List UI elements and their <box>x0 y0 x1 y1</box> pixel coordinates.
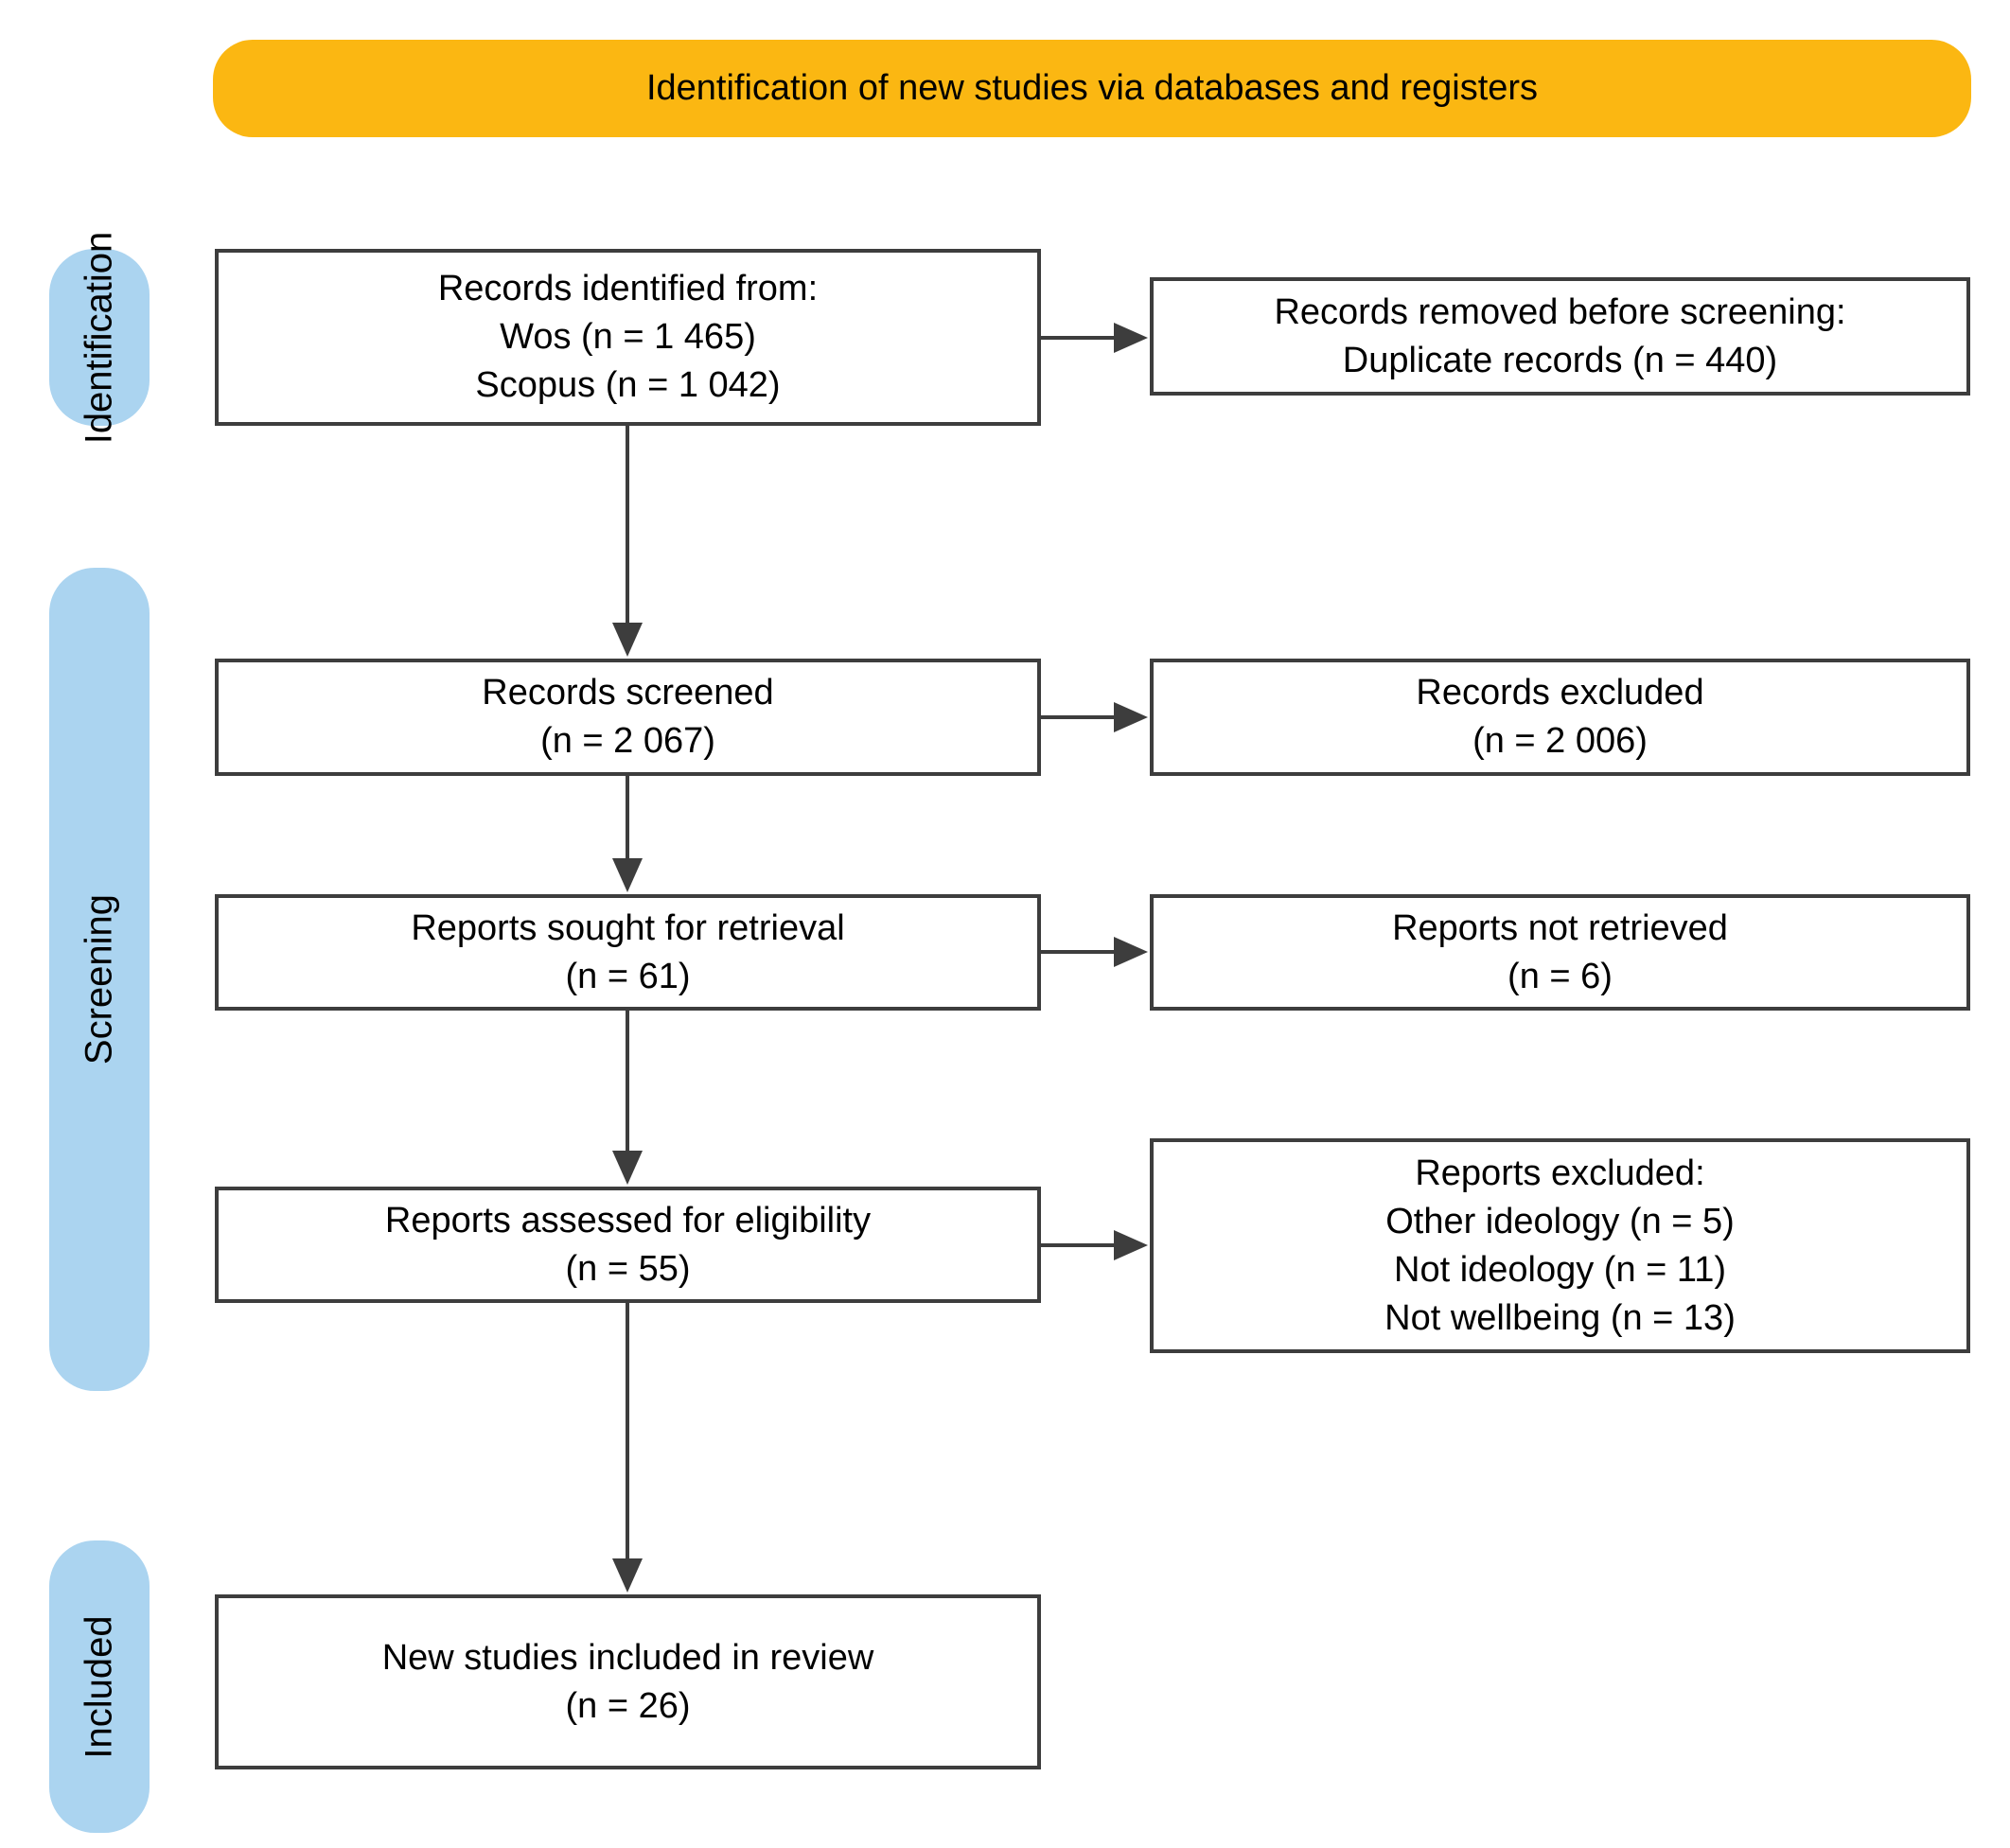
box-new-studies-included: New studies included in review (n = 26) <box>215 1594 1041 1769</box>
box-records-removed: Records removed before screening: Duplic… <box>1150 277 1970 396</box>
arrow-assessed-to-included <box>612 1303 643 1593</box>
box-reports-not-retrieved: Reports not retrieved (n = 6) <box>1150 894 1970 1011</box>
box-text-line: Records screened <box>482 673 774 713</box>
box-text-line: Not ideology (n = 11) <box>1394 1249 1726 1290</box>
stage-included: Included <box>49 1540 150 1833</box>
box-text-line: Reports assessed for eligibility <box>384 1200 872 1241</box>
box-text-line: (n = 2 006) <box>1472 721 1648 761</box>
diagram-title: Identification of new studies via databa… <box>645 67 1539 108</box>
box-text-line: Reports excluded: <box>1415 1153 1705 1193</box>
box-text-line: Records identified from: <box>437 269 819 308</box>
stage-screening-label: Screening <box>78 893 120 1065</box>
stage-screening: Screening <box>49 568 150 1391</box>
box-records-identified: Records identified from: Wos (n = 1 465)… <box>215 249 1041 426</box>
arrow-identified-to-removed <box>1041 323 1148 353</box>
stage-included-label: Included <box>78 1614 120 1759</box>
box-text-line: Reports not retrieved <box>1392 907 1728 948</box>
stage-identification-label: Identification <box>78 231 120 444</box>
box-text-line: (n = 61) <box>565 956 691 996</box>
arrow-assessed-to-reports-excluded <box>1041 1230 1148 1260</box>
box-text-line: Records excluded <box>1416 673 1704 713</box>
box-reports-sought: Reports sought for retrieval (n = 61) <box>215 894 1041 1011</box>
arrow-screened-to-sought <box>612 776 643 892</box>
stage-identification: Identification <box>49 231 150 444</box>
box-text-line: (n = 2 067) <box>540 721 715 761</box>
box-text-line: Records removed before screening: <box>1274 291 1846 332</box>
box-records-excluded: Records excluded (n = 2 006) <box>1150 659 1970 776</box>
arrow-sought-to-not-retrieved <box>1041 937 1148 967</box>
box-text-line: (n = 55) <box>565 1248 691 1289</box>
box-text-line: Not wellbeing (n = 13) <box>1384 1297 1736 1338</box>
box-text-line: Duplicate records (n = 440) <box>1342 340 1778 380</box>
box-text-line: New studies included in review <box>381 1637 874 1678</box>
box-text-line: Scopus (n = 1 042) <box>475 365 781 405</box>
box-text-line: (n = 26) <box>565 1685 691 1726</box>
box-text-line: (n = 6) <box>1508 956 1613 996</box>
diagram-title-banner: Identification of new studies via databa… <box>213 40 1971 137</box>
box-text-line: Reports sought for retrieval <box>411 907 845 948</box>
arrow-sought-to-assessed <box>612 1011 643 1185</box>
box-reports-assessed: Reports assessed for eligibility (n = 55… <box>215 1187 1041 1303</box>
arrow-screened-to-excluded <box>1041 702 1148 732</box>
arrow-identified-to-screened <box>612 426 643 657</box>
box-text-line: Other ideology (n = 5) <box>1385 1201 1735 1241</box>
box-reports-excluded: Reports excluded: Other ideology (n = 5)… <box>1150 1138 1970 1353</box>
box-records-screened: Records screened (n = 2 067) <box>215 659 1041 776</box>
box-text-line: Wos (n = 1 465) <box>500 317 756 357</box>
